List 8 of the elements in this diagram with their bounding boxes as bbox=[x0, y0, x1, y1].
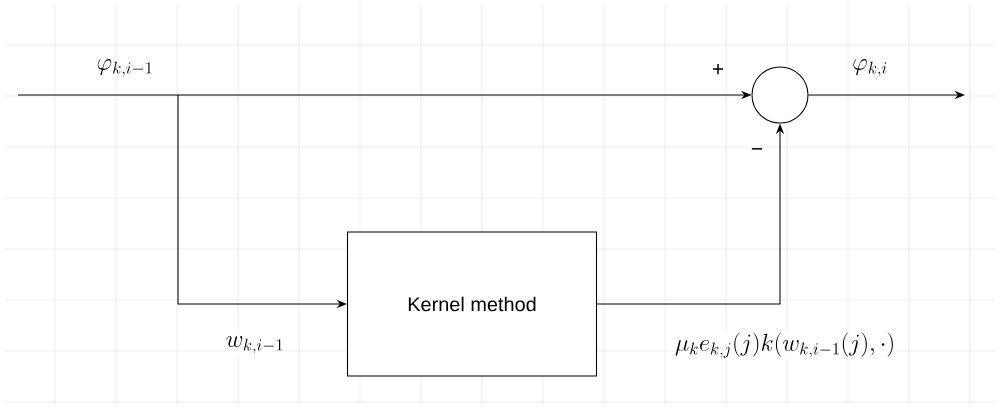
sign-label: + bbox=[712, 63, 724, 75]
edge-label: $w_{k,i-1}$ bbox=[224, 335, 286, 355]
process-box: Kernel method bbox=[347, 231, 598, 377]
edge-label: $\varphi_{k,i}$ bbox=[851, 58, 889, 78]
edge-label: $\varphi_{k,i-1}$ bbox=[95, 58, 155, 78]
sign-label: − bbox=[751, 148, 763, 150]
summing-circle bbox=[751, 66, 809, 124]
edge-label: $\mu_k e_{k,j}(j) k(w_{k,i-1}(j),\cdot)$ bbox=[673, 331, 897, 359]
